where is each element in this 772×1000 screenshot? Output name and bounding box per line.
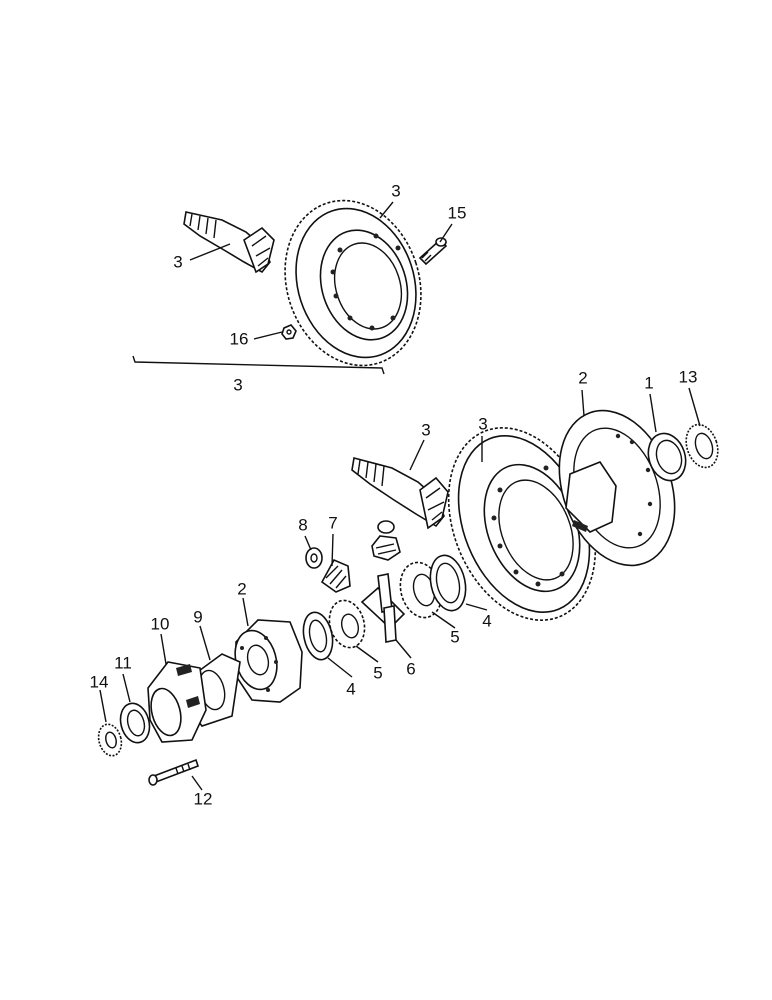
callout-4-left: 4 bbox=[346, 679, 356, 699]
callout-4-right: 4 bbox=[482, 611, 492, 631]
callout-7: 7 bbox=[328, 513, 338, 533]
callout-3-ring-mid: 3 bbox=[478, 414, 488, 434]
bearing-cup-1 bbox=[647, 432, 687, 482]
callout-1: 1 bbox=[644, 373, 654, 393]
callout-8: 8 bbox=[298, 515, 308, 535]
leader-lines bbox=[99, 201, 701, 791]
callout-3-pinion-top: 3 bbox=[173, 252, 183, 272]
bearing-cup-11 bbox=[119, 702, 151, 744]
thrust-washer-8 bbox=[305, 547, 323, 569]
nut-16 bbox=[281, 324, 297, 340]
callout-12: 12 bbox=[193, 789, 213, 809]
callout-5-mid: 5 bbox=[373, 663, 383, 683]
pinion-gear-7-left bbox=[320, 558, 351, 593]
side-gear-5-left bbox=[328, 599, 366, 649]
callout-16: 16 bbox=[229, 329, 249, 349]
thrust-washer-4-right bbox=[429, 554, 467, 612]
callout-2-left: 2 bbox=[237, 579, 247, 599]
right-differential-case bbox=[558, 409, 676, 567]
callout-3-group: 3 bbox=[233, 375, 243, 395]
callout-15: 15 bbox=[447, 203, 467, 223]
callout-13: 13 bbox=[678, 367, 698, 387]
bolt-15 bbox=[418, 237, 448, 266]
callout-14: 14 bbox=[89, 672, 109, 692]
callout-11: 11 bbox=[114, 653, 132, 673]
callout-9: 9 bbox=[193, 607, 203, 627]
callout-10: 10 bbox=[150, 614, 170, 634]
callout-3-pinion-mid: 3 bbox=[421, 420, 431, 440]
bearing-cone-14 bbox=[97, 723, 123, 757]
bearing-cone-13 bbox=[685, 423, 719, 469]
cross-shaft-6 bbox=[360, 573, 406, 643]
top-pinion-shaft bbox=[183, 211, 275, 274]
thrust-washer-4-left bbox=[302, 611, 334, 661]
bearing-housing-10 bbox=[147, 661, 207, 743]
left-differential-case bbox=[234, 619, 303, 703]
group-bracket bbox=[132, 355, 385, 375]
callout-6: 6 bbox=[406, 659, 416, 679]
callout-3-ring-top: 3 bbox=[391, 181, 401, 201]
mid-pinion-shaft bbox=[351, 457, 449, 530]
callout-5-right: 5 bbox=[450, 627, 460, 647]
callout-2-right: 2 bbox=[578, 368, 588, 388]
bolt-12 bbox=[148, 758, 200, 786]
top-ring-gear bbox=[284, 199, 422, 367]
pinion-gear-7-top bbox=[371, 520, 401, 561]
